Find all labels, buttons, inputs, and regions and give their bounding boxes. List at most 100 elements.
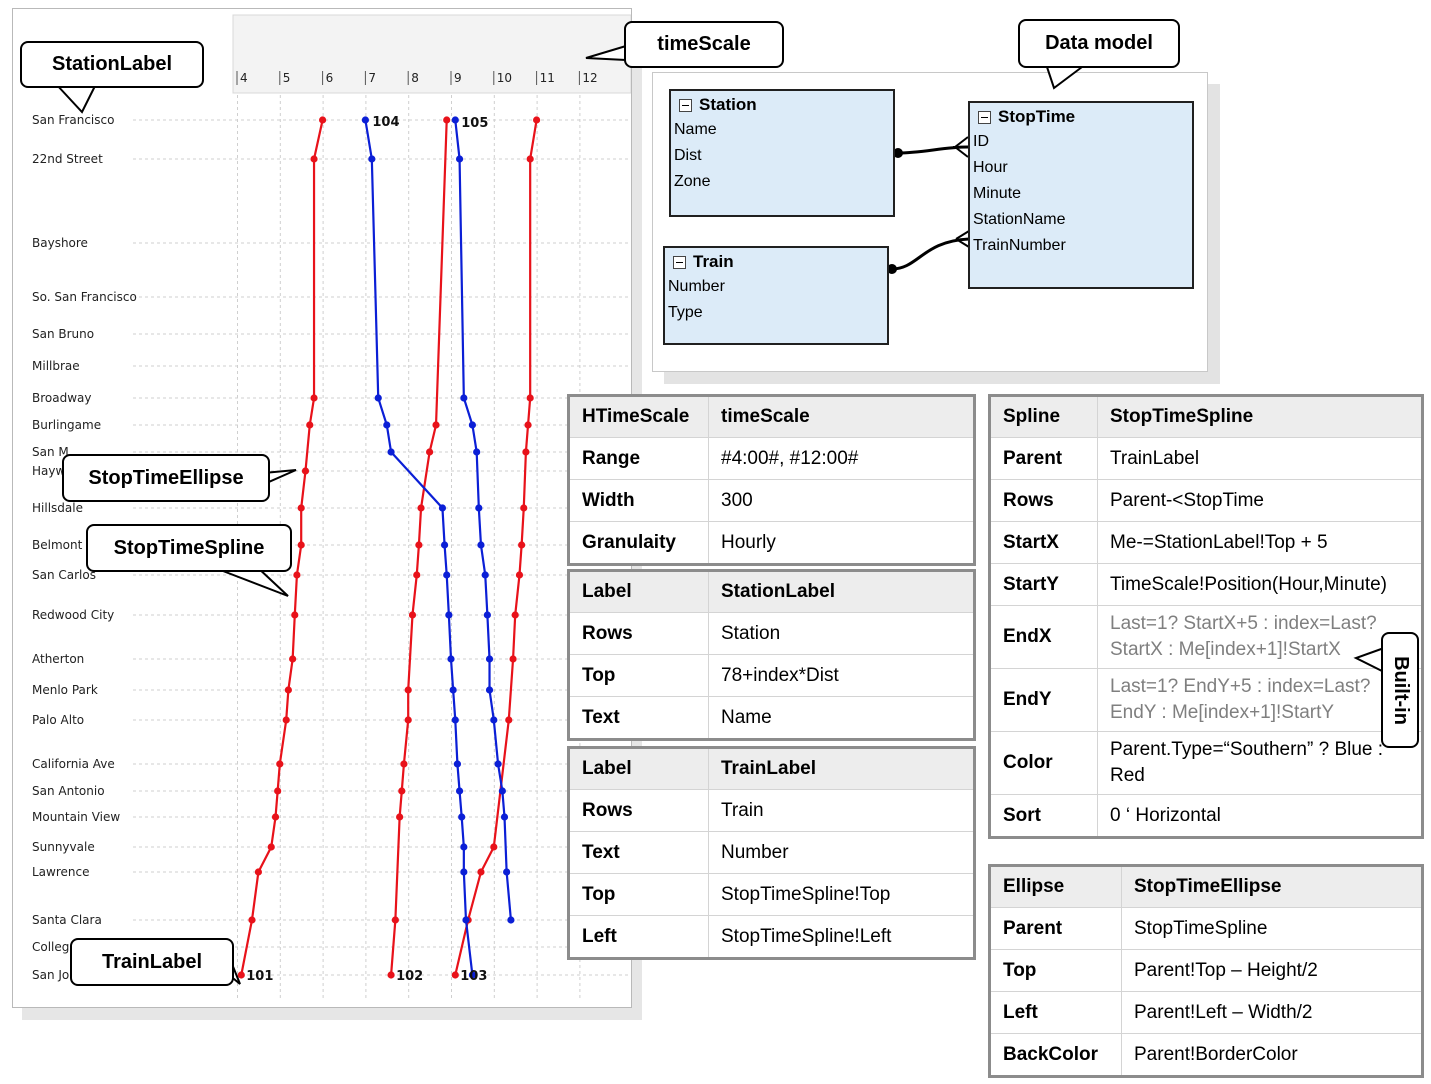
stoptime-ellipse: [520, 504, 528, 512]
stoptime-ellipse: [518, 541, 526, 549]
hour-tick-label: 10: [497, 71, 512, 85]
stoptime-ellipse: [361, 116, 369, 124]
collapse-icon[interactable]: [978, 110, 991, 124]
stoptime-ellipse: [485, 655, 494, 663]
hour-tick-label: 5: [283, 71, 291, 85]
stoptime-ellipse: [310, 394, 318, 402]
table-header-cell: Spline: [989, 395, 1098, 438]
stoptime-ellipse: [248, 916, 256, 924]
stoptime-ellipse: [462, 916, 470, 924]
property-name: Top: [989, 949, 1122, 992]
stoptime-ellipse: [297, 541, 305, 549]
station-label: San M: [32, 445, 69, 459]
property-name: Color: [989, 731, 1098, 795]
property-value: TrainLabel: [1097, 437, 1423, 480]
station-label: San Francisco: [32, 113, 114, 127]
property-name: Top: [568, 873, 709, 916]
collapse-icon[interactable]: [679, 98, 692, 112]
stoptime-ellipse: [509, 655, 517, 663]
stoptime-ellipse: [455, 787, 464, 795]
callout-stoptimespline: StopTimeSpline: [86, 524, 292, 572]
property-value: Hourly: [708, 521, 975, 565]
timescale-pointer: [585, 45, 627, 61]
station-label: San Jo: [32, 968, 69, 982]
stoptime-ellipse: [387, 448, 395, 456]
stoptime-ellipse: [306, 421, 314, 429]
stoptime-ellipse: [438, 504, 447, 512]
property-value: Name: [708, 696, 975, 740]
stoptime-ellipse: [289, 655, 297, 663]
stoptime-ellipse: [301, 467, 310, 475]
train-label: 103: [460, 969, 487, 984]
stoptime-ellipse: [284, 686, 292, 694]
station-label: Menlo Park: [32, 683, 98, 697]
stoptime-ellipse: [449, 686, 457, 694]
callout-text: Built-in: [1389, 655, 1412, 725]
stoptime-ellipse: [477, 541, 485, 549]
station-label: California Ave: [32, 757, 115, 771]
entity-train[interactable]: Train Number Type: [663, 246, 889, 345]
station-label: Belmont: [32, 538, 83, 552]
property-name: BackColor: [989, 1033, 1122, 1077]
property-name: Sort: [989, 794, 1098, 838]
table-header-cell: HTimeScale: [568, 395, 709, 438]
entity-station[interactable]: Station Name Dist Zone: [669, 89, 895, 217]
builtin-pointer: [1353, 647, 1385, 673]
stoptime-ellipse: [526, 155, 534, 163]
property-name: Left: [989, 991, 1122, 1034]
train-label: 105: [461, 116, 488, 131]
stoptime-ellipse: [503, 868, 511, 876]
stoptime-ellipse: [276, 760, 284, 768]
station-label: Mountain View: [32, 810, 120, 824]
callout-text: StationLabel: [51, 53, 172, 75]
entity-title: Train: [693, 252, 734, 271]
entity-field: StationName: [973, 211, 1066, 228]
stoptime-ellipse: [460, 394, 468, 402]
station-label: 22nd Street: [32, 152, 103, 166]
stoptime-ellipse: [522, 448, 530, 456]
stoptime-ellipse: [458, 813, 466, 821]
stationlabel-pointer: [55, 83, 97, 114]
stoptime-ellipse: [417, 504, 425, 512]
stoptime-ellipse: [440, 541, 449, 549]
table-header-cell: Label: [568, 570, 709, 613]
stoptime-ellipse: [274, 787, 282, 795]
table-header-cell: StopTimeEllipse: [1121, 865, 1423, 908]
stoptime-ellipse: [445, 611, 453, 619]
stoptime-ellipse: [387, 971, 395, 979]
property-name: Left: [568, 915, 709, 959]
callout-text: StopTimeSpline: [113, 536, 265, 559]
stoptime-ellipse: [524, 421, 532, 429]
station-label: Broadway: [32, 391, 91, 405]
entity-title: Station: [699, 95, 757, 114]
collapse-icon[interactable]: [673, 255, 686, 269]
property-name: EndY: [989, 668, 1098, 732]
stoptime-ellipse: [319, 116, 327, 124]
station-label: Sunnyvale: [32, 840, 95, 854]
stoptime-ellipse: [447, 655, 455, 663]
stoptime-ellipse: [533, 116, 541, 124]
callout-text: StopTimeEllipse: [88, 466, 244, 489]
entity-stoptime[interactable]: StopTime ID Hour Minute StationName Trai…: [968, 101, 1194, 289]
entity-field: Name: [674, 121, 717, 138]
table-header-cell: TrainLabel: [708, 747, 975, 790]
stoptime-ellipse: [398, 787, 406, 795]
stoptime-ellipse: [475, 504, 483, 512]
stoptime-ellipse: [468, 971, 476, 979]
stoptime-ellipse: [451, 716, 459, 724]
stoptime-ellipse: [443, 571, 451, 579]
table-header-cell: StopTimeSpline: [1097, 395, 1423, 438]
stoptime-ellipse: [297, 504, 305, 512]
stoptime-ellipse: [396, 813, 404, 821]
